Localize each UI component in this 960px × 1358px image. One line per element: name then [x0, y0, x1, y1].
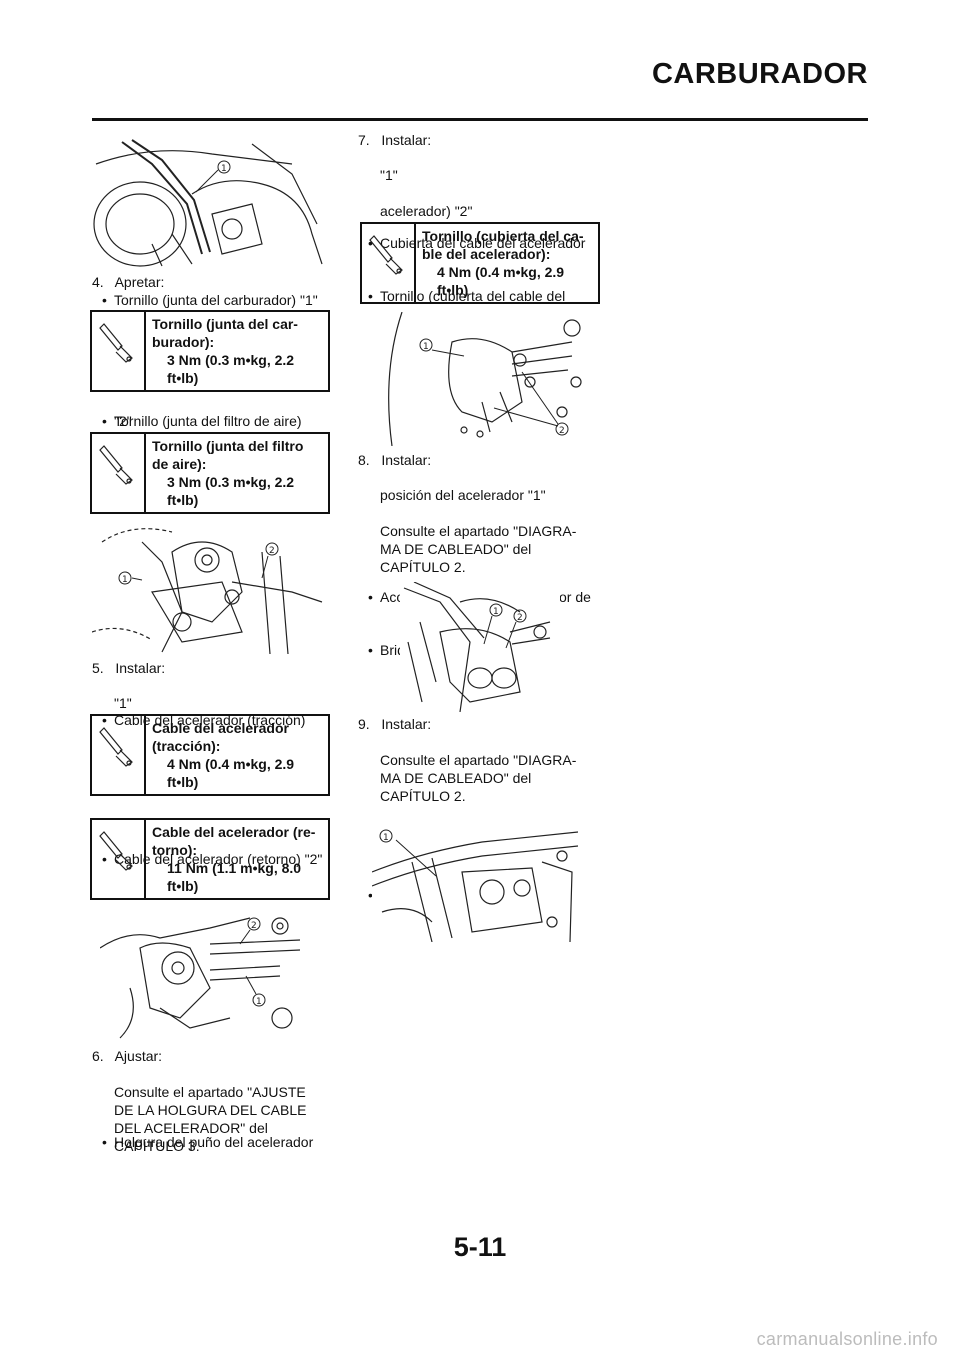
spec-value: ft•lb) — [167, 774, 199, 790]
bullet-continuation: acelerador) "2" — [380, 203, 473, 219]
step-action: Instalar: — [381, 132, 432, 148]
note-line: MA DE CABLEADO" del — [380, 770, 532, 786]
spec-label: ble del acelerador): — [422, 246, 551, 262]
bullet-item: Tornillo (junta del carburador) "1" — [102, 292, 960, 309]
note-line: Consulte el apartado "AJUSTE — [114, 1084, 306, 1100]
spec-value: 4 Nm (0.4 m•kg, 2.9 — [437, 264, 565, 280]
note-line: MA DE CABLEADO" del — [380, 541, 532, 557]
spec-value: 11 Nm (1.1 m•kg, 8.0 — [167, 860, 302, 876]
note-line: DEL ACELERADOR" del — [114, 1120, 268, 1136]
spec-value: ft•lb) — [167, 492, 199, 508]
step-number: 5. — [92, 660, 104, 676]
step-action: Ajustar: — [114, 1048, 163, 1064]
callout-2: 2 — [269, 546, 275, 556]
step-number: 9. — [358, 716, 370, 732]
bullet-item: Cable del acelerador (retorno) "2" — [102, 851, 960, 868]
callout-1: 1 — [423, 342, 429, 352]
spec-value: 4 Nm (0.4 m•kg, 2.9 — [167, 756, 295, 772]
callout-2: 2 — [251, 921, 257, 931]
torque-wrench-icon — [92, 820, 146, 898]
bullet-item: Holgura del puño del acelerador — [102, 1134, 960, 1151]
step-number: 7. — [358, 132, 370, 148]
page-number: 5-11 — [453, 1232, 507, 1262]
figure-throttle-cables: 2 1 — [100, 908, 300, 1042]
figure-airfilter-joint: 1 2 — [92, 522, 328, 654]
step-5: 5. Instalar: — [92, 660, 165, 677]
bullet-continuation: "2" — [114, 413, 132, 429]
spec-label: Tornillo (cubierta del ca- — [422, 228, 584, 244]
step-action: Instalar: — [115, 660, 166, 676]
torque-wrench-icon — [92, 312, 146, 390]
note-line: Consulte el apartado "DIAGRA- — [380, 752, 577, 768]
spec-label: Tornillo (junta del filtro — [152, 438, 304, 454]
torque-spec-box: Cable del acelerador (tracción): 4 Nm (0… — [90, 714, 330, 796]
step-6: 6. Ajustar: — [92, 1048, 162, 1065]
spec-label: de aire): — [152, 456, 207, 472]
spec-value: 3 Nm (0.3 m•kg, 2.2 — [167, 352, 295, 368]
callout-2: 2 — [517, 613, 523, 623]
spec-label: (tracción): — [152, 738, 221, 754]
spec-value: ft•lb) — [167, 370, 199, 386]
torque-spec-box: Tornillo (junta del filtro de aire): 3 N… — [90, 432, 330, 514]
step-number: 8. — [358, 452, 370, 468]
header-rule — [92, 118, 868, 121]
bullet-item: Tornillo (cubierta del cable del — [368, 288, 960, 305]
bullet-continuation: "1" — [114, 695, 132, 711]
figure-sensor-coupler: 1 2 — [400, 582, 560, 712]
spec-label: Cable del acelerador — [152, 720, 289, 736]
spec-value: 3 Nm (0.3 m•kg, 2.2 — [167, 474, 295, 490]
torque-spec-box: Tornillo (junta del car- burador): 3 Nm … — [90, 310, 330, 392]
watermark: carmanualsonline.info — [756, 1329, 938, 1349]
step-action: Instalar: — [381, 716, 432, 732]
callout-2: 2 — [559, 426, 565, 436]
figure-cable-clamp: 1 — [372, 812, 578, 942]
callout-1: 1 — [221, 164, 227, 174]
spec-label: burador): — [152, 334, 215, 350]
callout-1: 1 — [256, 997, 262, 1007]
step-action: Apretar: — [114, 274, 165, 290]
bullet-continuation: "1" — [380, 167, 398, 183]
torque-wrench-icon — [92, 716, 146, 794]
figure-throttle-cable-cover: 1 2 — [372, 312, 588, 446]
note-line: CAPÍTULO 2. — [380, 788, 466, 804]
callout-1: 1 — [493, 607, 499, 617]
spec-value: ft•lb) — [437, 282, 469, 298]
bullet-continuation: posición del acelerador "1" — [380, 487, 546, 503]
torque-wrench-icon — [92, 434, 146, 512]
step-number: 6. — [92, 1048, 104, 1064]
spec-label: Tornillo (junta del car- — [152, 316, 298, 332]
note-line: Consulte el apartado "DIAGRA- — [380, 523, 577, 539]
page-title: CARBURADOR — [651, 58, 868, 90]
spec-label: Cable del acelerador (re- — [152, 824, 316, 840]
callout-1: 1 — [122, 575, 128, 585]
bullet-item: Cubierta del cable del acelerador — [368, 235, 960, 252]
step-4: 4. Apretar: — [92, 274, 164, 291]
note-line: CAPÍTULO 3. — [114, 1138, 200, 1154]
torque-spec-box: Cable del acelerador (re- torno): 11 Nm … — [90, 818, 330, 900]
figure-carburetor-joint: 1 — [92, 134, 328, 268]
callout-1: 1 — [383, 833, 389, 843]
step-8: 8. Instalar: — [358, 452, 431, 469]
spec-label: torno): — [152, 842, 198, 858]
bullet-item: Tornillo (junta del filtro de aire) — [102, 413, 960, 430]
torque-spec-box: Tornillo (cubierta del ca- ble del acele… — [360, 222, 600, 304]
bullet-item: Cable del acelerador (tracción) — [102, 712, 960, 729]
step-action: Instalar: — [381, 452, 432, 468]
note-line: DE LA HOLGURA DEL CABLE — [114, 1102, 307, 1118]
spec-value: ft•lb) — [167, 878, 199, 894]
step-9: 9. Instalar: — [358, 716, 431, 733]
torque-wrench-icon — [362, 224, 416, 302]
step-7: 7. Instalar: — [358, 132, 431, 149]
step-number: 4. — [92, 274, 104, 290]
note-line: CAPÍTULO 2. — [380, 559, 466, 575]
